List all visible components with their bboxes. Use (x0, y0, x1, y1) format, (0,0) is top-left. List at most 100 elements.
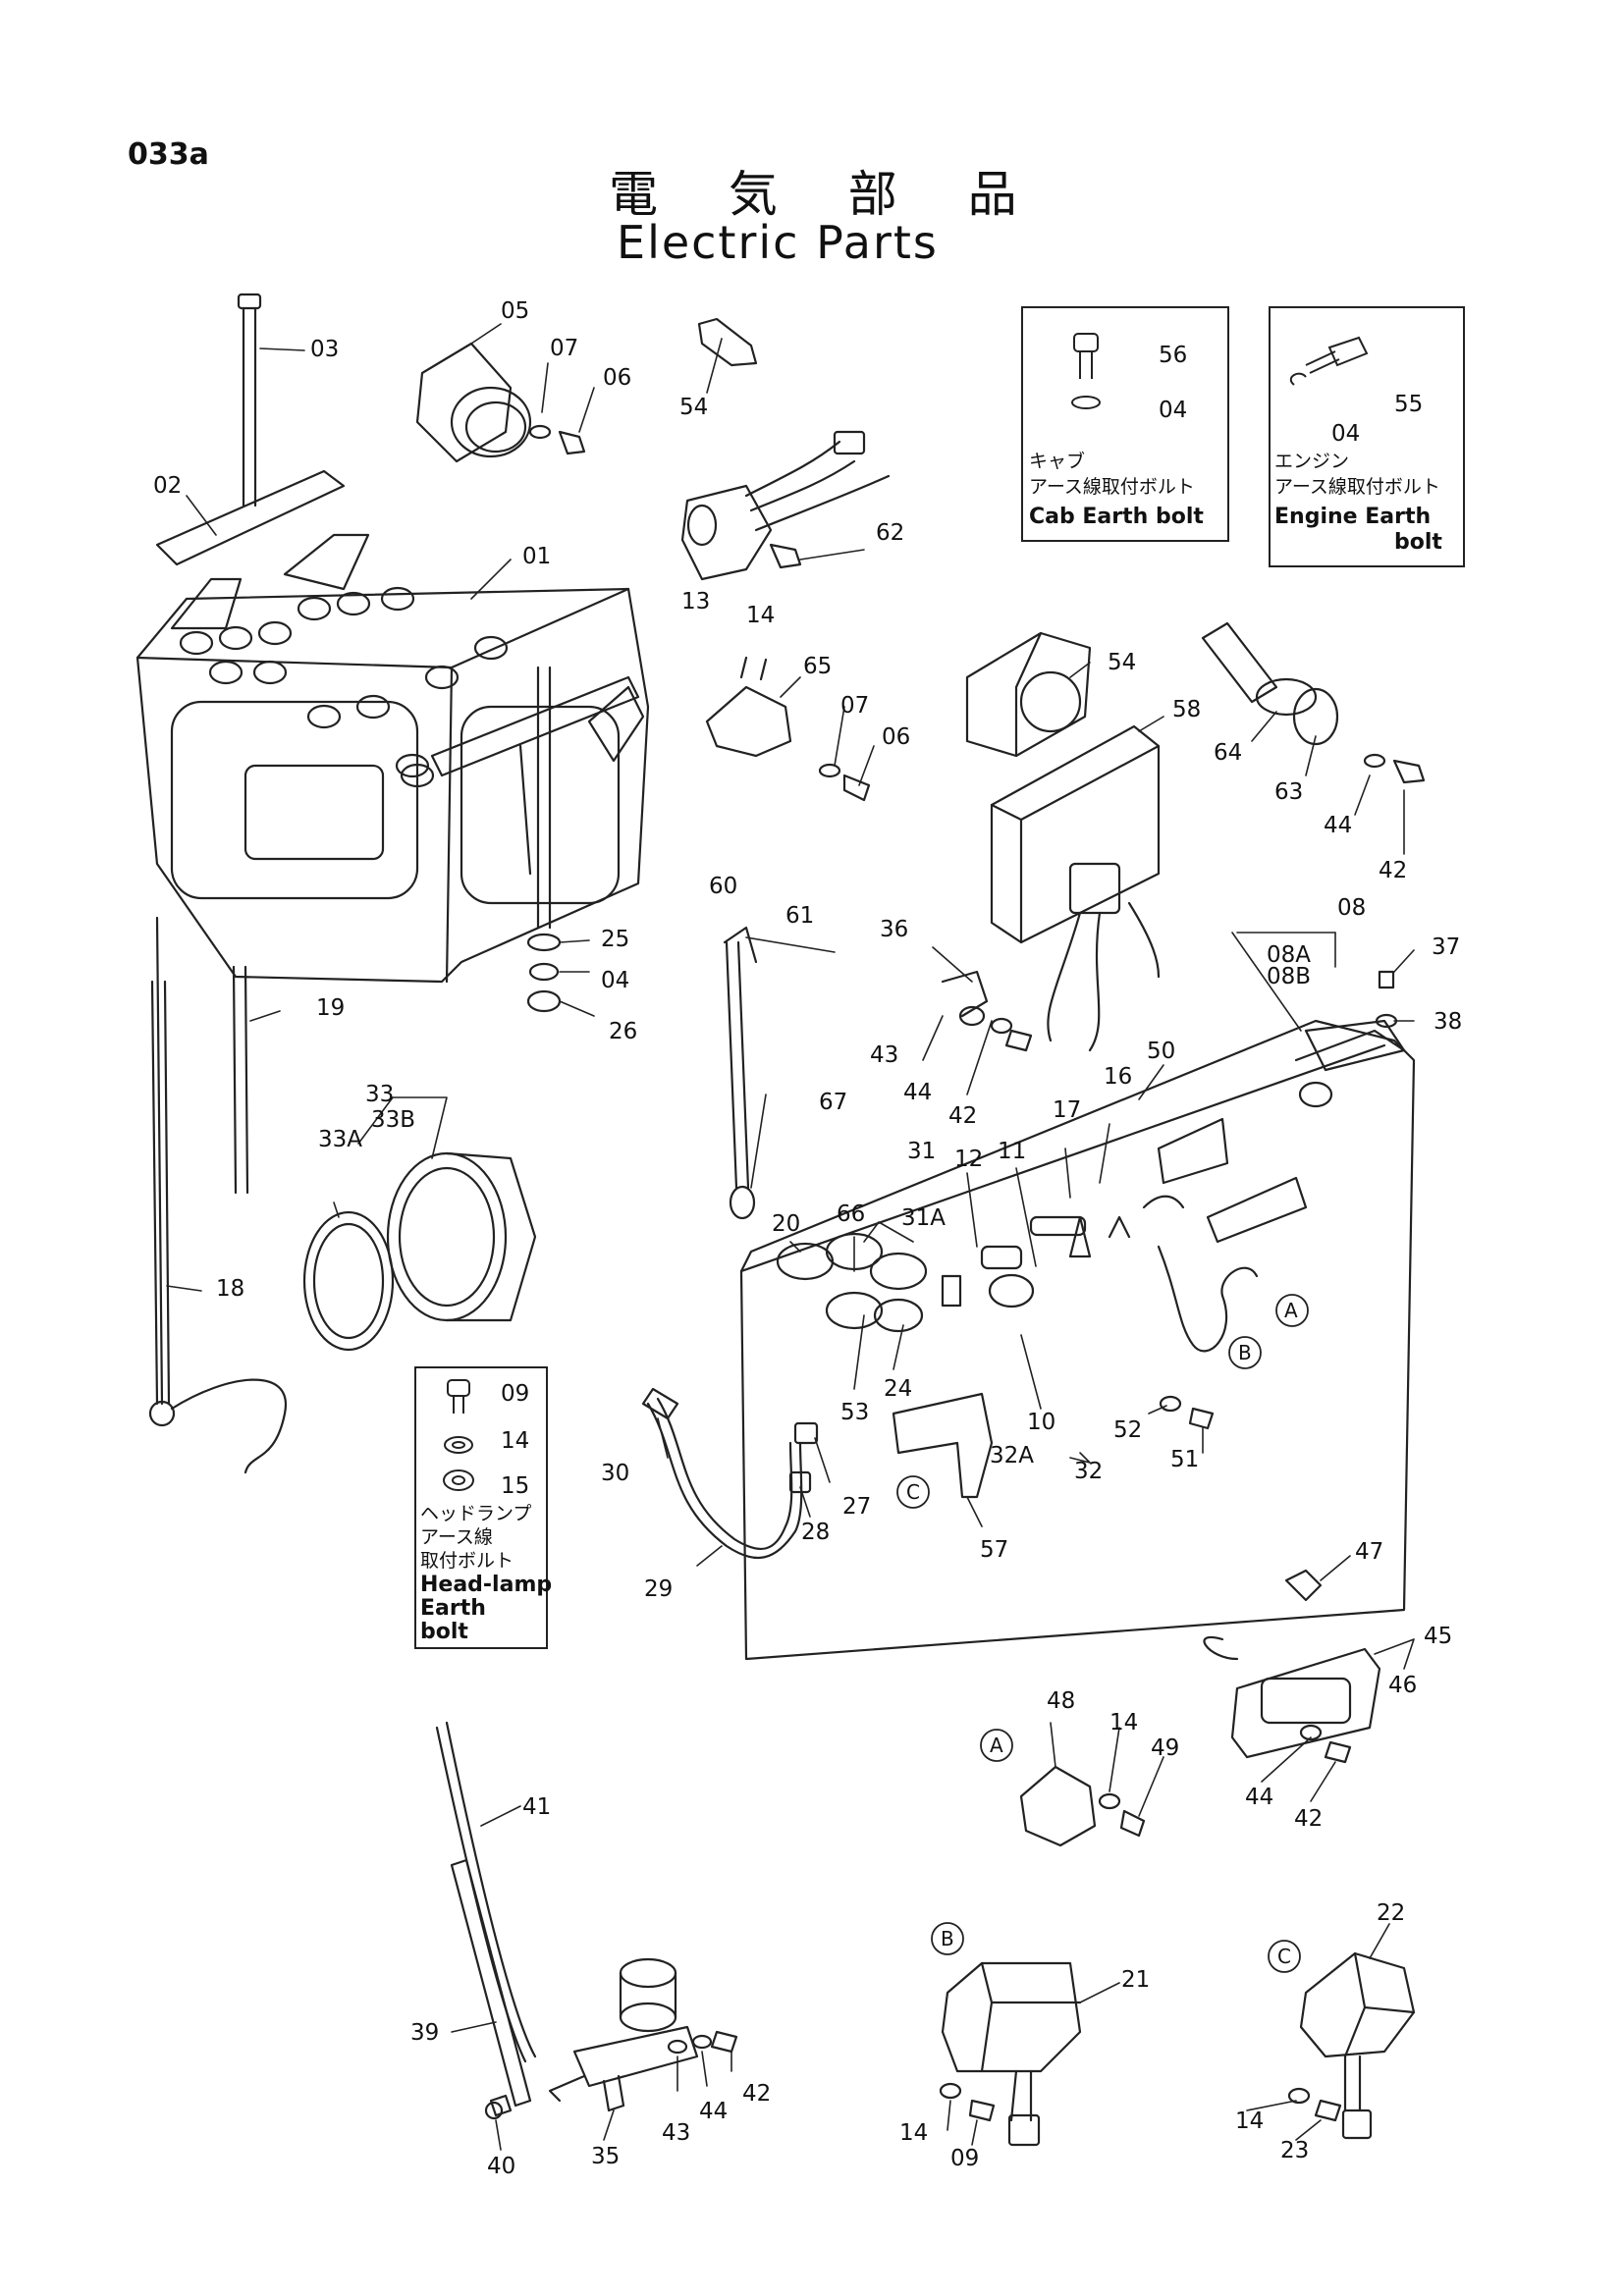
callout-21: 21 (1121, 1967, 1151, 1993)
callout-01: 01 (522, 544, 552, 569)
callout-17: 17 (1053, 1097, 1082, 1123)
callout-36: 36 (880, 917, 909, 942)
page-number: 033a (128, 137, 209, 172)
callout-48: 48 (1047, 1688, 1076, 1714)
callout-51: 51 (1170, 1447, 1200, 1472)
callout-25: 25 (601, 927, 630, 952)
cab-earth-en: Cab Earth bolt (1029, 505, 1204, 529)
callout-44-b: 44 (903, 1080, 933, 1105)
callout-06: 06 (603, 365, 632, 391)
ref-marker-C-console: C (906, 1480, 920, 1504)
callout-37: 37 (1432, 934, 1461, 960)
callout-06-lower: 06 (882, 724, 911, 750)
callout-09: 09 (950, 2146, 980, 2171)
callout-14-b: 14 (899, 2120, 929, 2146)
antenna-18-drawing (150, 918, 286, 1472)
battery-01-drawing (137, 471, 648, 982)
callout-18: 18 (216, 1276, 245, 1302)
callout-41: 41 (522, 1794, 552, 1820)
callout-28: 28 (801, 1520, 831, 1545)
callout-02: 02 (153, 473, 183, 499)
callout-30: 30 (601, 1461, 630, 1486)
callout-46: 46 (1388, 1673, 1418, 1698)
unit-22-drawing (1301, 1953, 1414, 2138)
part-47-drawing (1286, 1571, 1321, 1600)
callout-47: 47 (1355, 1539, 1384, 1565)
headlamp-earth-jp3: 取付ボルト (420, 1550, 514, 1572)
callout-33A: 33A (318, 1127, 363, 1152)
callout-04: 04 (601, 968, 630, 993)
callout-62: 62 (876, 520, 905, 546)
callout-53: 53 (840, 1400, 870, 1425)
title-japanese: 電 気 部 品 (609, 166, 1045, 223)
callout-08: 08 (1337, 895, 1367, 921)
callout-08A: 08A (1267, 942, 1312, 968)
headlamp-earth-en3: bolt (420, 1620, 468, 1644)
callout-42-d: 42 (742, 2081, 772, 2107)
switch-13-drawing (682, 432, 889, 579)
headlamp-earth-en2: Earth (420, 1596, 486, 1621)
callout-26: 26 (609, 1019, 638, 1044)
callout-03: 03 (310, 337, 340, 362)
rod-60-drawing (725, 928, 756, 1218)
callout-14-upper: 14 (746, 603, 776, 628)
callout-54-upper: 54 (679, 395, 709, 420)
callout-07: 07 (550, 336, 579, 361)
headlamp-earth-part-14: 14 (501, 1428, 530, 1454)
engine-earth-part-55: 55 (1394, 392, 1424, 417)
cab-earth-jp1: キャブ (1029, 451, 1086, 472)
relay-21-drawing (943, 1963, 1080, 2145)
callout-63: 63 (1274, 779, 1304, 805)
callout-31: 31 (907, 1139, 937, 1164)
rod-03-drawing (239, 294, 560, 1011)
callout-43-b: 43 (662, 2120, 691, 2146)
engine-earth-part-04: 04 (1331, 421, 1361, 447)
callout-35: 35 (591, 2144, 621, 2169)
callout-42-b: 42 (948, 1103, 978, 1129)
headlamp-earth-part-09: 09 (501, 1381, 530, 1407)
cab-earth-part-04: 04 (1159, 398, 1188, 423)
callout-27: 27 (842, 1494, 872, 1520)
callout-10: 10 (1027, 1410, 1056, 1435)
callout-19: 19 (316, 995, 346, 1021)
callout-11: 11 (998, 1139, 1027, 1164)
lamp-33-drawing (304, 1153, 535, 1350)
callout-29: 29 (644, 1576, 674, 1602)
ref-marker-A-console: A (1284, 1299, 1298, 1322)
callout-38: 38 (1434, 1009, 1463, 1035)
headlamp-earth-part-15: 15 (501, 1473, 530, 1499)
cab-earth-bolt-box (1021, 306, 1229, 542)
callout-42-a: 42 (1379, 858, 1408, 883)
callout-45: 45 (1424, 1624, 1453, 1649)
callout-32A: 32A (990, 1443, 1035, 1468)
bolt-55-icon (1289, 336, 1369, 386)
callout-12: 12 (954, 1147, 984, 1172)
callout-66: 66 (837, 1201, 866, 1227)
ref-marker-B-detail: B (941, 1927, 954, 1950)
callout-05: 05 (501, 298, 530, 324)
callout-14-c: 14 (1235, 2109, 1265, 2134)
callout-65: 65 (803, 654, 833, 679)
title-english: Electric Parts (617, 216, 939, 269)
callout-24: 24 (884, 1376, 913, 1402)
callout-49: 49 (1151, 1735, 1180, 1761)
part-65-drawing (707, 658, 790, 756)
ref-marker-B-console: B (1238, 1341, 1252, 1364)
engine-earth-jp2: アース線取付ボルト (1274, 476, 1440, 498)
wiper-motor-35-drawing (550, 1959, 697, 2110)
controller-58-drawing (992, 726, 1159, 1050)
callout-31A: 31A (901, 1205, 947, 1231)
engine-earth-bolt-box (1269, 306, 1465, 567)
callout-60: 60 (709, 874, 738, 899)
callout-57: 57 (980, 1537, 1009, 1563)
engine-earth-jp1: エンジン (1274, 451, 1350, 472)
callout-61: 61 (785, 903, 815, 929)
speaker-54-drawing (967, 633, 1090, 756)
headlamp-earth-bolt-box (414, 1366, 548, 1649)
ref-circles (897, 1295, 1308, 1972)
callout-42-c: 42 (1294, 1806, 1324, 1832)
wire-29-drawing (643, 1389, 817, 1558)
bolt-09-icon (443, 1379, 474, 1491)
lamp-45-drawing (1204, 1637, 1380, 1757)
